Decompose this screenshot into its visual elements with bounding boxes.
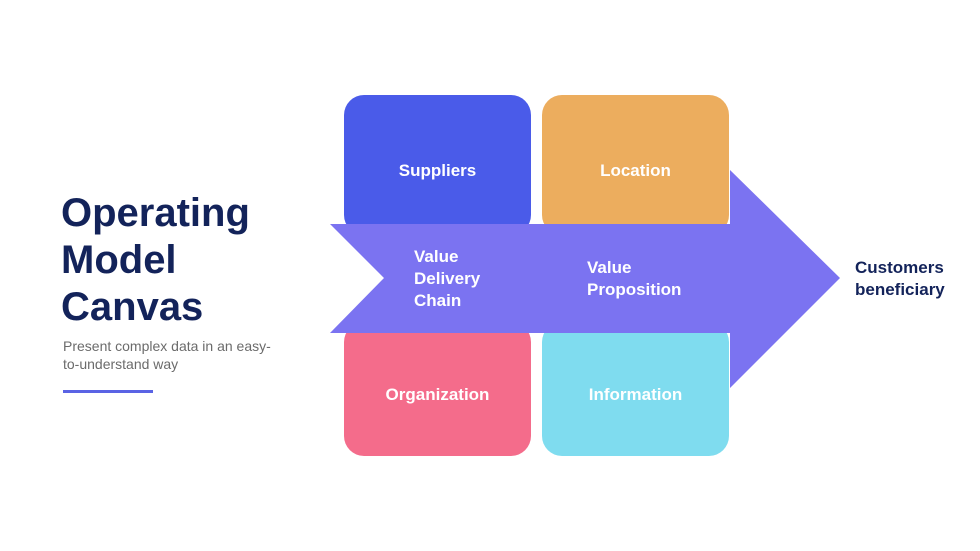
arrow-shape <box>330 170 840 388</box>
quadrant-label: Organization <box>385 385 490 404</box>
quadrant-label: Location <box>600 161 671 180</box>
page-title: Operating Model Canvas <box>61 190 331 331</box>
value-delivery-chain-label: Value Delivery Chain <box>414 246 524 312</box>
customers-beneficiary-label: Customers beneficiary <box>855 257 975 301</box>
outcome-line: beneficiary <box>855 280 945 299</box>
title-line: Operating <box>61 191 250 235</box>
arrow-text-line: Value <box>414 247 459 266</box>
arrow-text-line: Proposition <box>587 280 682 299</box>
arrow-text-line: Chain <box>414 291 462 310</box>
quadrant-organization: Organization <box>344 322 531 456</box>
title-line: Canvas <box>61 285 204 329</box>
title-underline <box>63 390 153 393</box>
subtitle-line: Present complex data in an easy- <box>63 338 271 354</box>
quadrant-location: Location <box>542 95 729 235</box>
subtitle-line: to-understand way <box>63 356 179 372</box>
quadrant-label: Information <box>588 385 683 404</box>
value-proposition-label: Value Proposition <box>587 257 717 301</box>
outcome-line: Customers <box>855 258 944 277</box>
title-line: Model <box>61 238 177 282</box>
arrow-text-line: Delivery <box>414 269 481 288</box>
quadrant-label: Suppliers <box>398 161 477 180</box>
arrow-text-line: Value <box>587 258 632 277</box>
quadrant-suppliers: Suppliers <box>344 95 531 235</box>
subtitle: Present complex data in an easy- to-unde… <box>63 337 313 373</box>
quadrant-information: Information <box>542 322 729 456</box>
